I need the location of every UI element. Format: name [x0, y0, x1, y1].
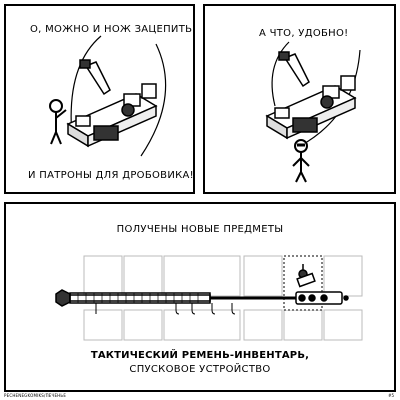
panel-2-caption-top: А ЧТО, УДОБНО!	[259, 28, 349, 39]
stick-figure	[292, 139, 310, 183]
tactical-belt	[55, 289, 349, 307]
inventory-slot	[83, 309, 123, 341]
inventory-slot	[123, 309, 163, 341]
inventory-slot	[323, 309, 363, 341]
panel-1-caption-top: О, МОЖНО И НОЖ ЗАЦЕПИТЬ.	[30, 24, 196, 35]
inventory-slot	[163, 255, 241, 297]
trigger-device-icon	[296, 264, 316, 288]
tactical-belt-device	[265, 51, 357, 140]
stick-figure	[49, 99, 67, 145]
inventory-slot	[83, 255, 123, 297]
belt-buckle-icon	[55, 289, 71, 307]
inventory-slot	[243, 255, 283, 297]
inventory-slot	[283, 309, 323, 341]
panel-1-illustration	[49, 35, 167, 157]
footer-credit: PECHENEGKOMIKS/ПЕЧЕНЬЕ	[4, 393, 67, 398]
comic-panel-1: О, МОЖНО И НОЖ ЗАЦЕПИТЬ. И ПАТРОНЫ	[4, 4, 195, 194]
inventory-slot	[123, 255, 163, 297]
panel-1-caption-bottom: И ПАТРОНЫ ДЛЯ ДРОБОВИКА!	[28, 170, 194, 181]
item-name-belt: ТАКТИЧЕСКИЙ РЕМЕНЬ-ИНВЕНТАРЬ,	[90, 350, 310, 361]
inventory-slot	[163, 309, 241, 341]
tactical-belt-device	[66, 59, 158, 148]
items-received-title: ПОЛУЧЕНЫ НОВЫЕ ПРЕДМЕТЫ	[116, 224, 284, 235]
page-number: #5	[388, 393, 394, 398]
inventory-slot	[323, 255, 363, 297]
inventory-slot	[243, 309, 283, 341]
belt-hooks	[95, 303, 236, 315]
inventory-grid	[55, 255, 363, 341]
comic-panel-2: А ЧТО, УДОБНО!	[203, 4, 396, 194]
comic-panel-3: ПОЛУЧЕНЫ НОВЫЕ ПРЕДМЕТЫ	[4, 202, 396, 392]
item-name-trigger: СПУСКОВОЕ УСТРОЙСТВО	[129, 364, 271, 375]
panel-2-illustration	[265, 41, 361, 183]
